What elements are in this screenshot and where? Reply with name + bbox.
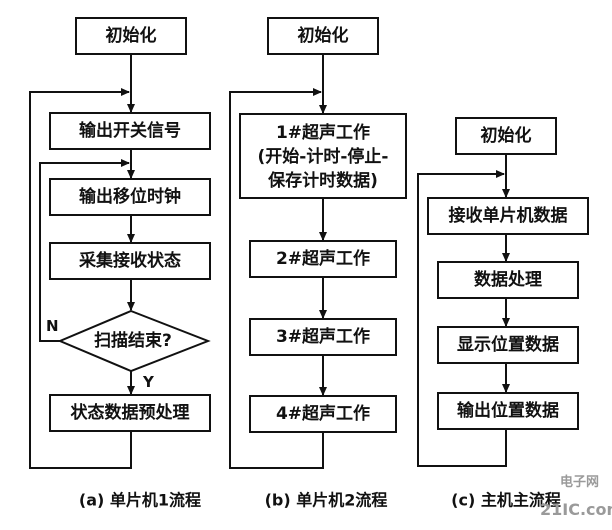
flow-a-init-label: 初始化 [106,25,157,46]
flow-a-caption: (a) 单片机1流程 [79,491,201,510]
flow-a-loop-main [29,88,132,469]
flow-c-init-box [455,117,557,155]
flow-c-output-box [437,392,579,430]
flow-a: 初始化 输出开关信号 输出移位时钟 采集接收状态 扫描结束? N Y 状态数据预… [29,17,211,510]
watermark-line2: 21IC.com [540,500,612,519]
flow-a-output-switch-box [49,112,211,150]
flow-a-output-shift-clock-label: 输出移位时钟 [79,186,181,207]
flow-c-receive-box [427,197,589,235]
flow-b-init-label: 初始化 [298,25,349,46]
flow-c-output-label: 输出位置数据 [457,400,559,421]
flow-a-output-switch-label: 输出开关信号 [79,120,181,141]
flow-b-step1-line2: (开始-计时-停止- [258,146,389,167]
flow-c-display-box [437,326,579,364]
flow-b-step2-box [249,240,397,278]
flow-b-step1-line3: 保存计时数据) [267,170,378,191]
flow-a-yes-label: Y [142,373,155,391]
flow-b-step3-label: 3#超声工作 [276,326,370,347]
flow-a-init-box [75,17,187,55]
flow-b: 初始化 1#超声工作 (开始-计时-停止- 保存计时数据) 2#超声工作 3#超… [229,17,407,510]
flow-b-step3-box [249,318,397,356]
watermark-logo: 电子网 21IC.com [540,474,612,519]
flow-a-loop-no [39,159,130,342]
flow-c-process-box [437,261,579,299]
flow-a-no-label: N [46,317,59,335]
flow-b-step1-line1: 1#超声工作 [276,122,370,143]
flow-a-preprocess-label: 状态数据预处理 [71,402,190,423]
flow-c: 初始化 接收单片机数据 数据处理 显示位置数据 输出位置数据 (c) 主机主流程 [417,117,589,510]
flow-c-receive-label: 接收单片机数据 [449,205,568,226]
flow-c-init-label: 初始化 [481,125,532,146]
flow-b-step4-label: 4#超声工作 [276,403,370,424]
flow-c-caption: (c) 主机主流程 [451,491,561,510]
flow-b-step2-label: 2#超声工作 [276,248,370,269]
flow-b-loop-main [229,88,324,469]
flow-a-output-shift-clock-box [49,178,211,216]
flow-b-step1-box [239,113,407,199]
flow-c-loop-main [417,170,507,467]
flow-c-display-label: 显示位置数据 [457,334,559,355]
flow-a-scan-end-label: 扫描结束? [94,330,172,351]
flow-c-process-label: 数据处理 [474,269,542,290]
flow-b-caption: (b) 单片机2流程 [265,491,388,510]
watermark-line1: 电子网 [560,474,599,490]
flow-a-collect-state-label: 采集接收状态 [78,250,181,271]
